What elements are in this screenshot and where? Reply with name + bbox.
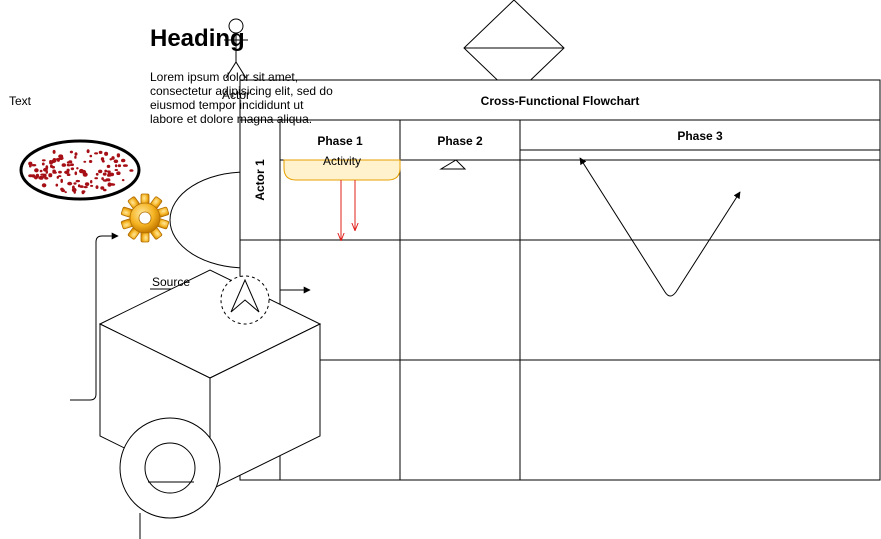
phase-2-header[interactable]: Phase 2 xyxy=(437,134,483,148)
dotted-blob-shape[interactable] xyxy=(19,139,141,201)
elbow-connector[interactable] xyxy=(70,232,119,401)
gear-icon[interactable] xyxy=(120,193,170,243)
ring-shape[interactable] xyxy=(119,417,221,539)
v-connector[interactable] xyxy=(579,157,741,297)
phase-1-header[interactable]: Phase 1 xyxy=(317,134,363,148)
navigation-compass[interactable] xyxy=(220,275,270,325)
source-label[interactable]: Source xyxy=(152,275,191,289)
actor-stick-figure[interactable] xyxy=(224,18,248,79)
lane-actor-1-label[interactable]: Actor 1 xyxy=(253,159,267,201)
text-label[interactable]: Text xyxy=(9,94,32,108)
activity-label: Activity xyxy=(322,154,361,168)
flowchart-title[interactable]: Cross-Functional Flowchart xyxy=(480,94,640,108)
cross-functional-flowchart[interactable] xyxy=(239,79,881,481)
phase-3-header[interactable]: Phase 3 xyxy=(677,129,723,143)
activity-shape[interactable] xyxy=(283,159,401,181)
lorem-paragraph[interactable]: Lorem ipsum dolor sit amet, consectetur … xyxy=(150,70,333,126)
triangle-shape[interactable] xyxy=(439,159,467,170)
actor-label: Actor xyxy=(222,88,251,102)
heading-text[interactable]: Heading xyxy=(150,25,245,52)
